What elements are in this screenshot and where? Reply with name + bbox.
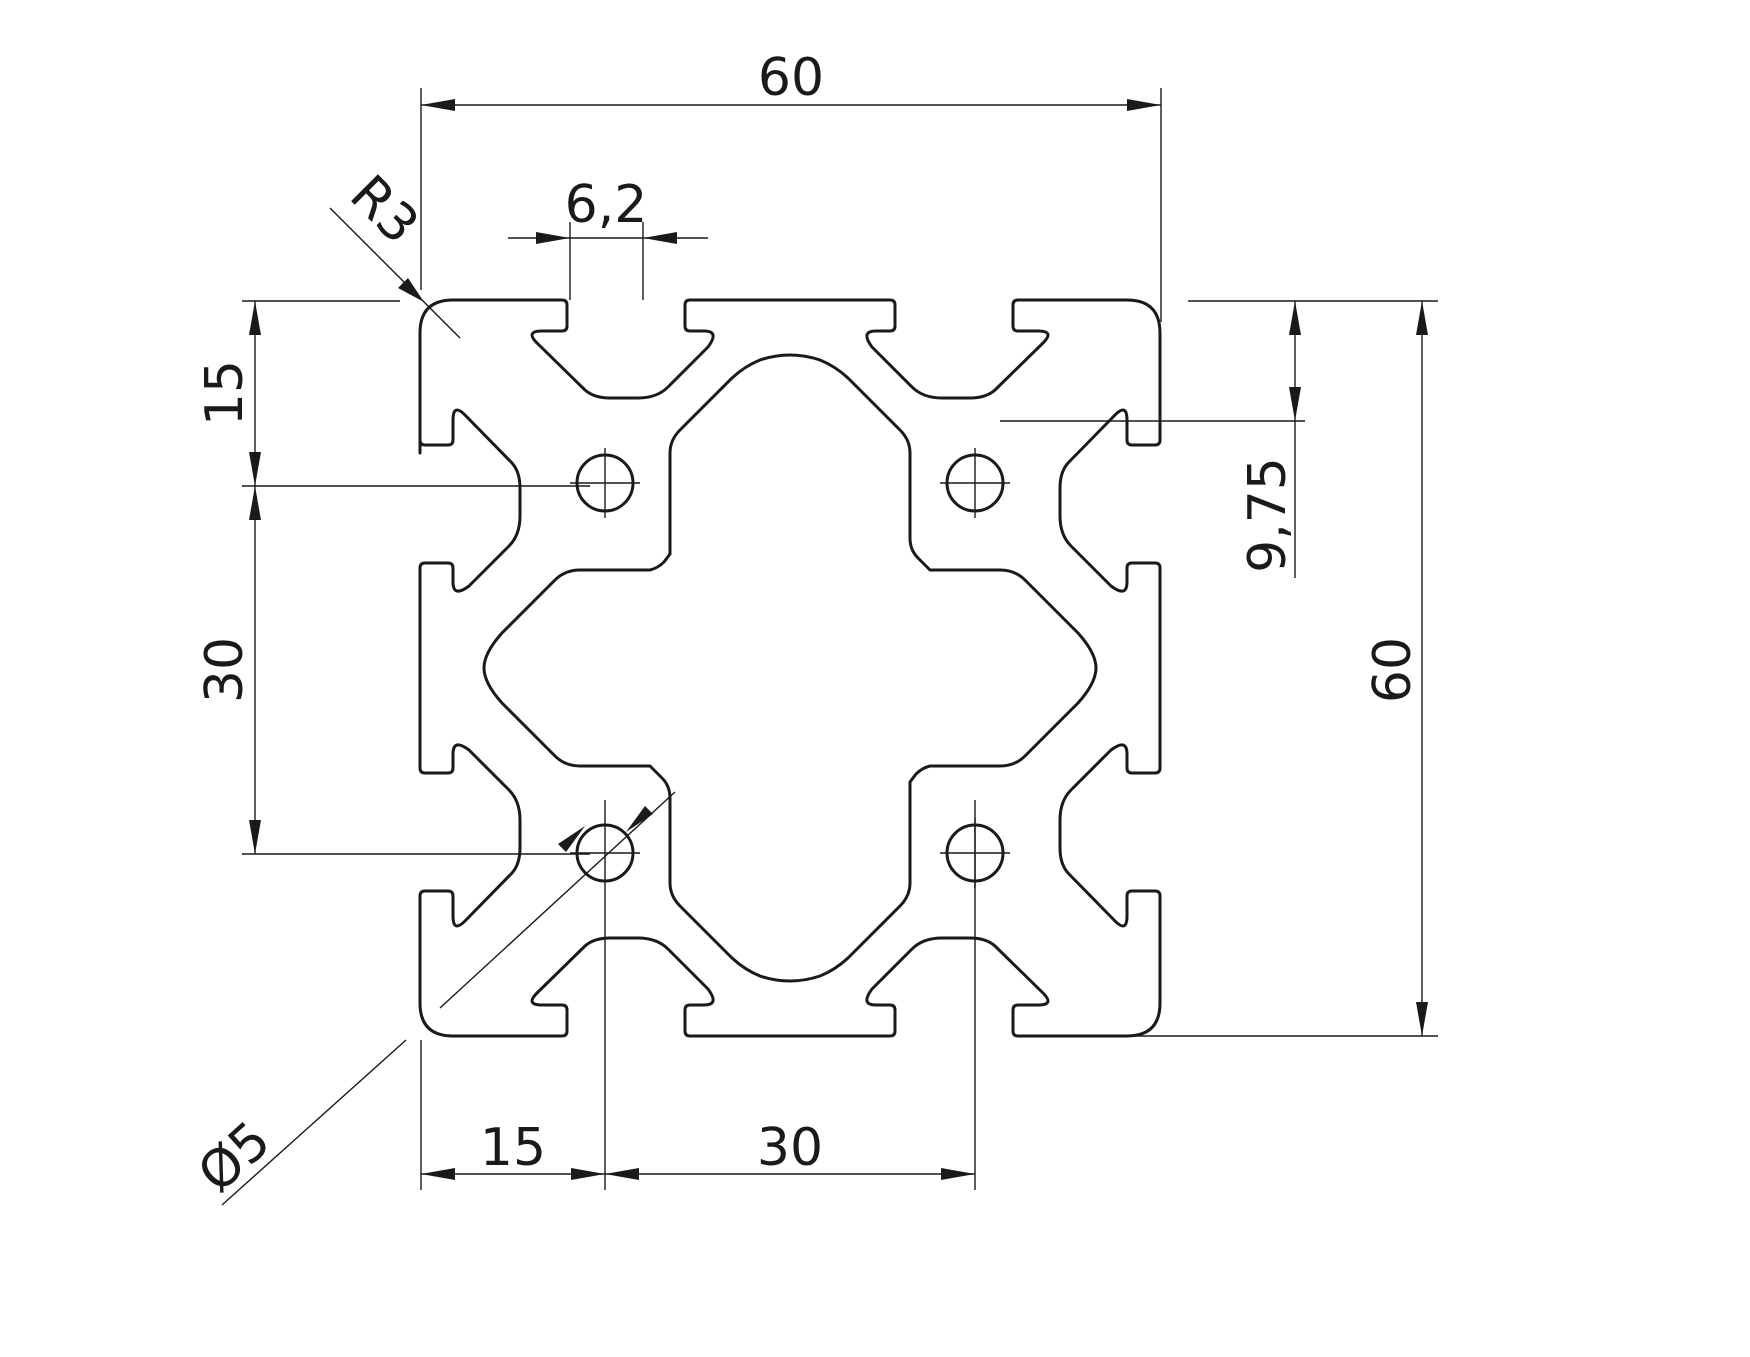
dimension-lines xyxy=(221,88,1438,1206)
dimension-texts: 60 6,2 R3 15 30 60 9,75 15 30 Ø5 xyxy=(187,48,1423,1204)
profile-outline xyxy=(418,298,1162,1038)
outer-contour xyxy=(418,298,1162,1038)
dim-left-offset: 15 xyxy=(195,360,255,426)
central-cavity xyxy=(482,353,1098,983)
dim-hole-diameter: Ø5 xyxy=(187,1110,282,1204)
dim-slot-width: 6,2 xyxy=(565,175,648,235)
dim-overall-width: 60 xyxy=(758,48,824,108)
dim-overall-height: 60 xyxy=(1363,637,1423,703)
dim-bottom-spacing: 30 xyxy=(757,1118,823,1178)
dim-bottom-offset: 15 xyxy=(480,1118,546,1178)
dim-corner-radius: R3 xyxy=(338,164,429,255)
dim-slot-depth: 9,75 xyxy=(1238,457,1298,573)
dim-left-spacing: 30 xyxy=(195,637,255,703)
